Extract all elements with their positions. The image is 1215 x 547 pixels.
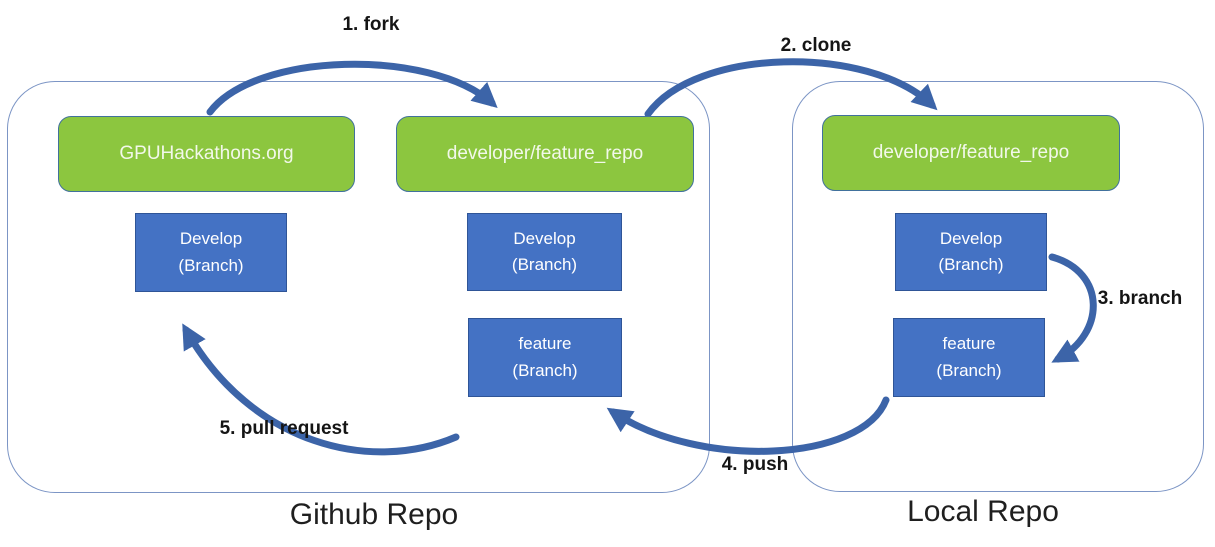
local-repo-node: developer/feature_repo [822,115,1120,191]
github-fork-feature-branch-node: feature (Branch) [468,318,622,397]
branch-name: feature [518,334,572,354]
local-repo-caption: Local Repo [907,495,1059,528]
github-repo-caption: Github Repo [289,498,459,531]
pull-request-step-label: 5. pull request [219,418,349,439]
upstream-repo-label: GPUHackathons.org [119,143,294,164]
fork-step-label: 1. fork [342,14,400,35]
local-repo-label: developer/feature_repo [872,142,1070,163]
local-feature-branch-node: feature (Branch) [893,318,1045,397]
branch-step-label: 3. branch [1097,288,1183,309]
fork-repo-node: developer/feature_repo [396,116,694,192]
fork-repo-label: developer/feature_repo [446,143,644,164]
local-repo-container [792,81,1204,492]
clone-step-label: 2. clone [780,35,852,56]
branch-name: feature [942,334,996,354]
branch-suffix: (Branch) [511,255,578,274]
branch-suffix: (Branch) [178,255,244,275]
branch-suffix: (Branch) [938,255,1004,274]
branch-suffix: (Branch) [936,360,1002,380]
branch-name: Develop [513,228,576,248]
branch-name: Develop [179,229,243,249]
upstream-repo-node: GPUHackathons.org [58,116,355,192]
branch-suffix: (Branch) [512,360,578,380]
github-upstream-develop-branch-node: Develop (Branch) [135,213,287,292]
branch-name: Develop [939,228,1003,248]
local-develop-branch-node: Develop (Branch) [895,213,1047,291]
github-fork-develop-branch-node: Develop (Branch) [467,213,622,291]
push-step-label: 4. push [721,454,789,475]
